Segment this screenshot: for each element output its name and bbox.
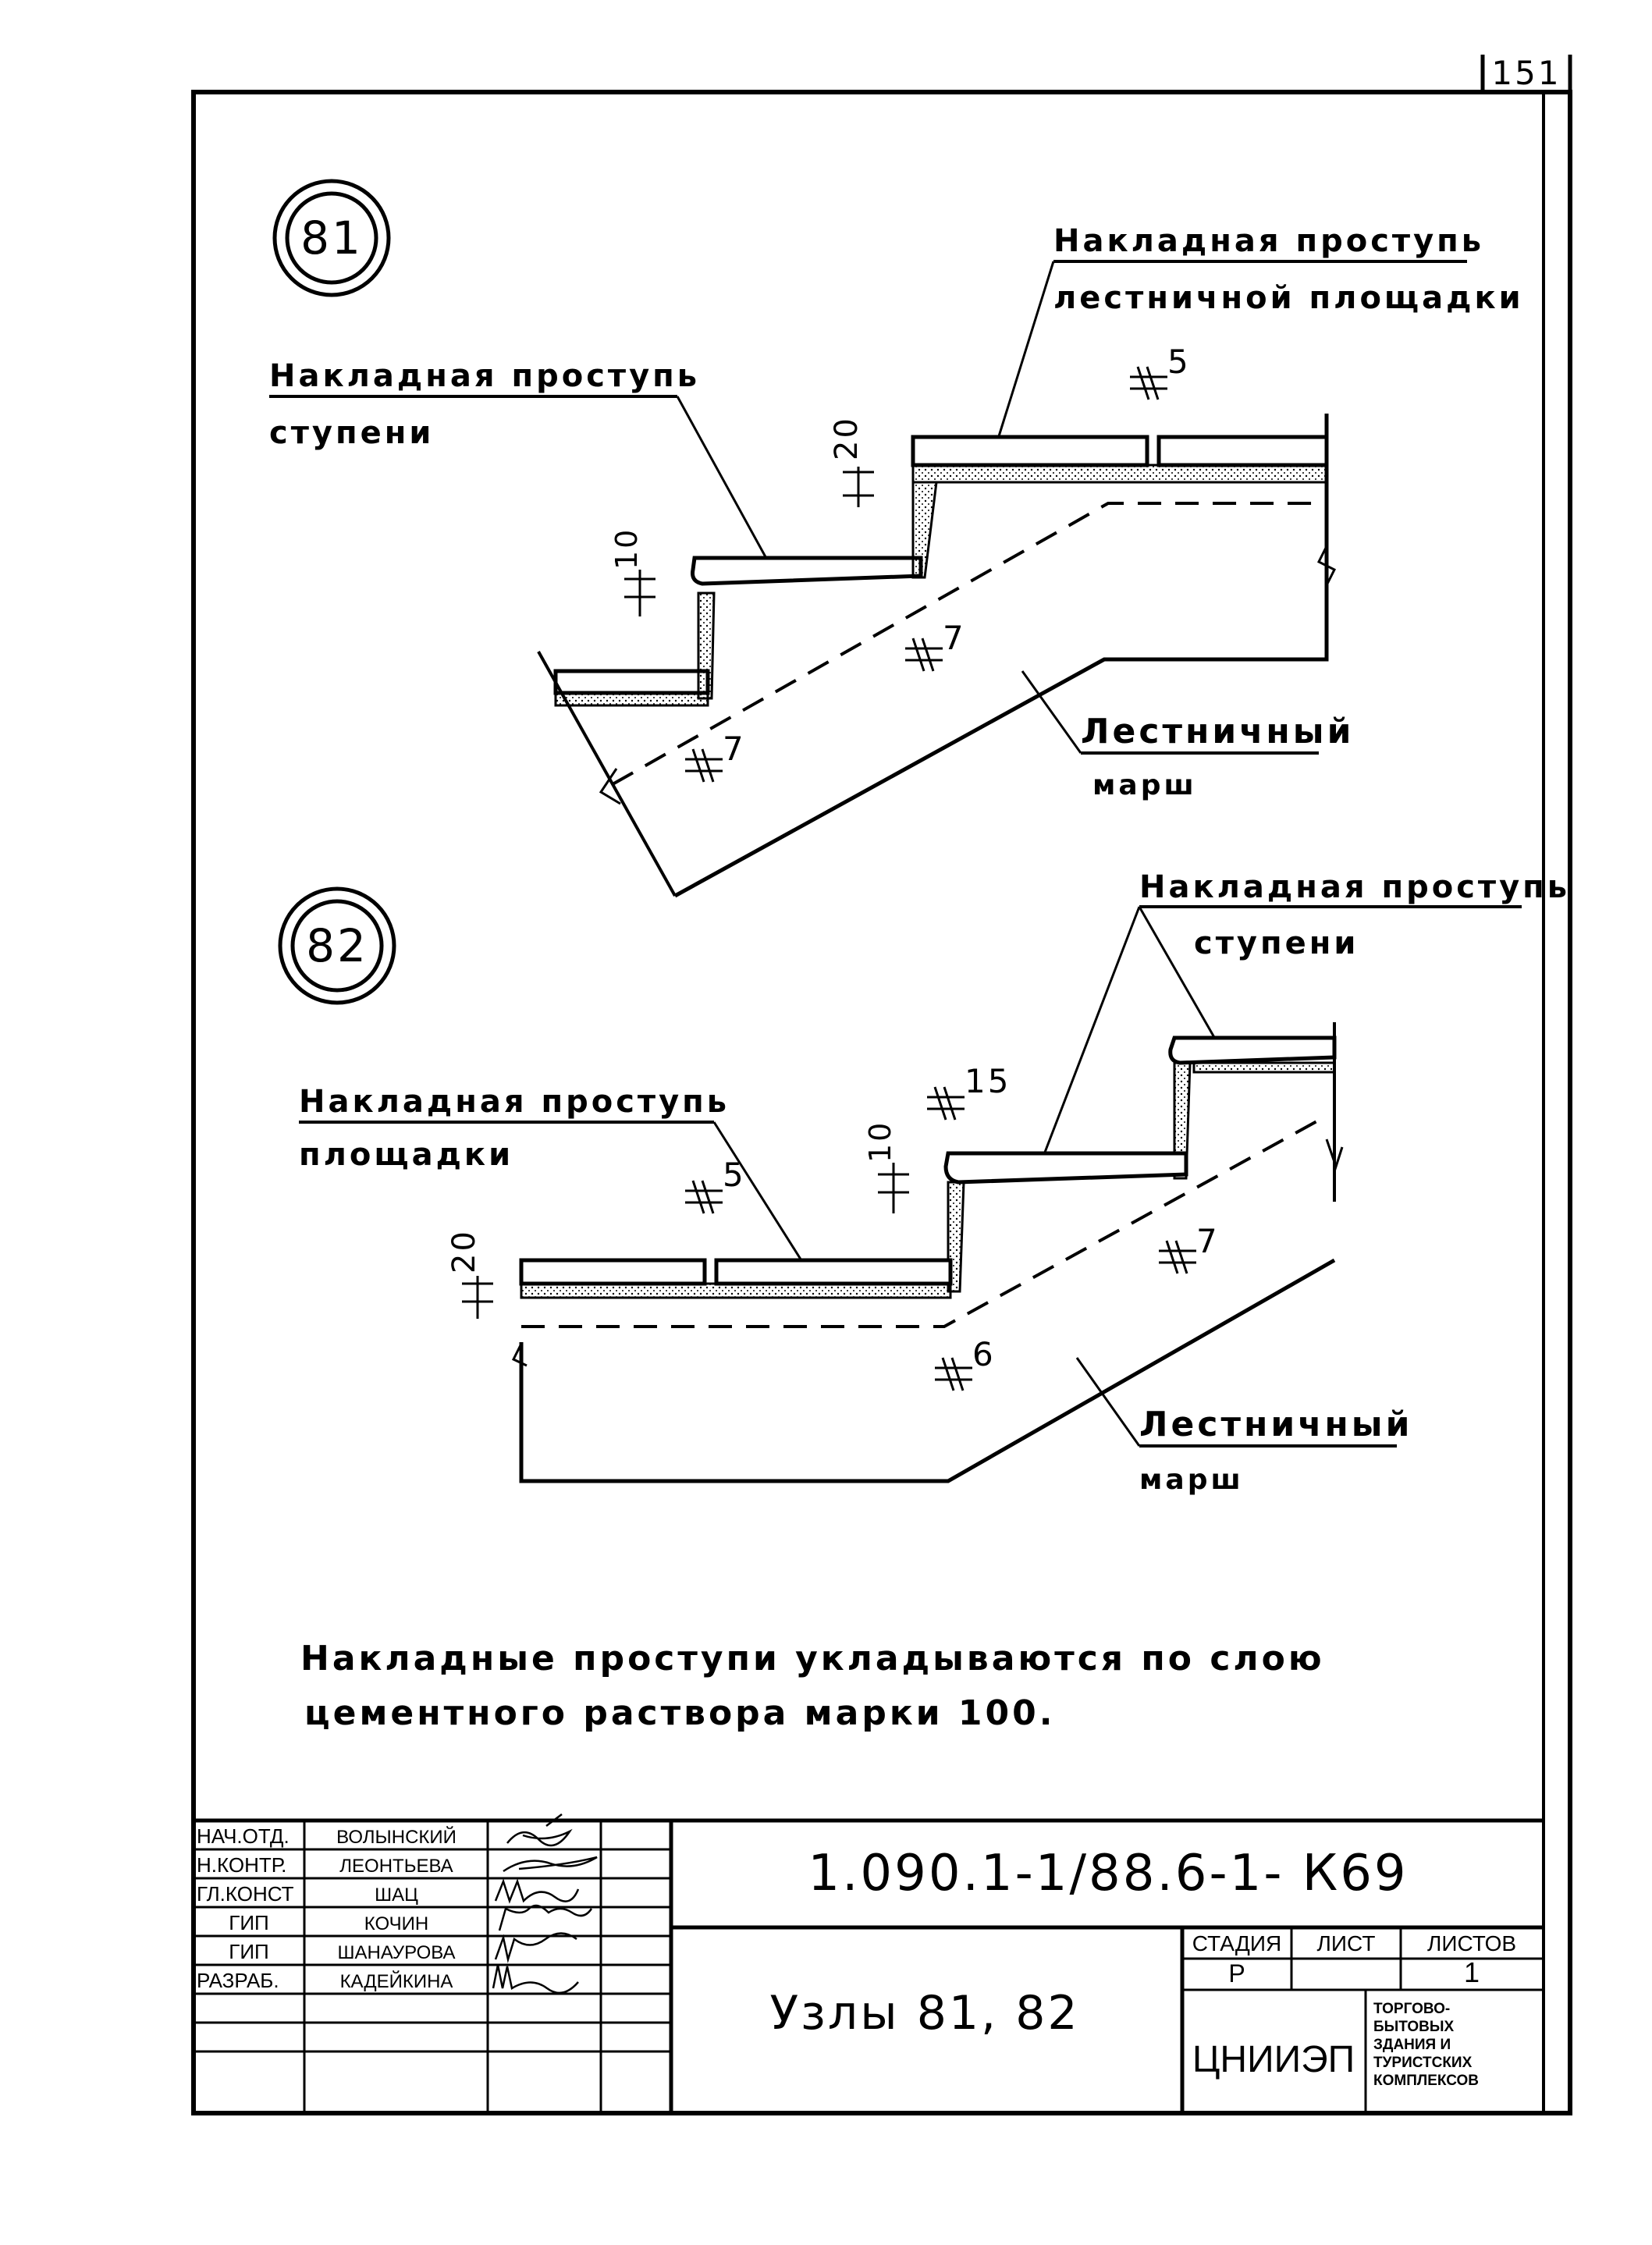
- mark-5-82: 5: [685, 1156, 746, 1214]
- middle-tread-82: [943, 1151, 1188, 1293]
- dim-10-82: 10: [863, 1121, 909, 1213]
- svg-text:20: 20: [829, 416, 865, 460]
- stage-header: СТАДИЯ: [1192, 1931, 1281, 1955]
- svg-text:ТОРГОВО-: ТОРГОВО-: [1373, 2001, 1450, 2017]
- label-tread-step-1: Накладная проступь: [269, 358, 700, 394]
- svg-text:ТУРИСТСКИХ: ТУРИСТСКИХ: [1373, 2055, 1473, 2071]
- mark-6-82: 6: [935, 1335, 996, 1391]
- mark-7b-81: 7: [685, 730, 746, 783]
- flight-cut-81: [537, 651, 677, 897]
- node-81: 81 Накладная проступь лестничной площадк…: [269, 179, 1524, 898]
- sheets-value: 1: [1464, 1956, 1480, 1988]
- dim-20-82: 20: [446, 1229, 493, 1319]
- leader-81-flight: [1021, 670, 1082, 754]
- title-block: [194, 1818, 1544, 2113]
- leader-81-landing: [993, 261, 1055, 449]
- flight-bottom-81: [673, 414, 1329, 898]
- mark-7-82: 7: [1159, 1222, 1220, 1274]
- note-line-2: цементного раствора марки 100.: [304, 1693, 1055, 1733]
- reinforcement-81: [612, 502, 1327, 786]
- title-block-roles: НАЧ.ОТД. ВОЛЫНСКИЙ Н.КОНТР. ЛЕОНТЬЕВА ГЛ…: [197, 1824, 457, 1992]
- mark-7a-81: 7: [905, 619, 966, 672]
- mark-5-81: 5: [1130, 343, 1191, 400]
- org-description: ТОРГОВО- БЫТОВЫХ ЗДАНИЯ И ТУРИСТСКИХ КОМ…: [1373, 2001, 1479, 2089]
- svg-text:10: 10: [609, 528, 644, 570]
- svg-text:ЗДАНИЯ И: ЗДАНИЯ И: [1373, 2037, 1451, 2053]
- leader-82-step-a: [1036, 906, 1141, 1171]
- role-1: НАЧ.ОТД.: [197, 1824, 290, 1848]
- sheet-header: ЛИСТ: [1317, 1931, 1376, 1955]
- name-3: ШАЦ: [375, 1884, 418, 1906]
- flight-bottom-82: [519, 1258, 1336, 1483]
- node-82: 82 Накладная проступь ступени Накладная …: [278, 869, 1570, 1496]
- mark-15-82: 15: [927, 1062, 1011, 1121]
- svg-text:10: 10: [863, 1121, 897, 1163]
- label-flight-1: Лестничный: [1139, 1405, 1412, 1444]
- step-tread-81: [691, 481, 938, 586]
- org-name: ЦНИИЭП: [1192, 2039, 1355, 2080]
- stage-value: Р: [1228, 1959, 1245, 1987]
- name-2: ЛЕОНТЬЕВА: [339, 1856, 453, 1877]
- role-2: Н.КОНТР.: [197, 1853, 286, 1877]
- signatures: [492, 1813, 598, 1995]
- svg-text:6: 6: [972, 1335, 996, 1373]
- page-number-box: 151: [1480, 54, 1572, 92]
- name-4: КОЧИН: [364, 1913, 428, 1934]
- svg-text:7: 7: [943, 619, 966, 657]
- svg-text:7: 7: [1196, 1222, 1220, 1260]
- label-tread-step-2: ступени: [1194, 925, 1359, 961]
- label-tread-landing-2: площадки: [299, 1137, 513, 1173]
- leader-82-flight: [1075, 1357, 1141, 1447]
- label-flight-1: Лестничный: [1081, 712, 1354, 751]
- dim-20-81: 20: [829, 416, 874, 507]
- name-6: КАДЕЙКИНА: [340, 1970, 453, 1992]
- dim-10-81: 10: [609, 528, 655, 616]
- svg-text:20: 20: [446, 1229, 482, 1273]
- reinforcement-82: [521, 1114, 1327, 1328]
- svg-text:15: 15: [965, 1062, 1011, 1100]
- leader-82-landing: [712, 1121, 805, 1265]
- doc-code: 1.090.1-1/88.6-1- К69: [808, 1845, 1408, 1902]
- landing-tread-82: [519, 1258, 953, 1299]
- label-tread-landing-1: Накладная проступь: [299, 1084, 730, 1120]
- sheet-title: Узлы 81, 82: [769, 1986, 1079, 2041]
- label-flight-2: марш: [1139, 1464, 1244, 1496]
- role-6: РАЗРАБ.: [197, 1969, 279, 1992]
- label-tread-landing-1: Накладная проступь: [1053, 223, 1484, 259]
- role-4: ГИП: [229, 1911, 268, 1934]
- svg-text:КОМПЛЕКСОВ: КОМПЛЕКСОВ: [1373, 2073, 1479, 2089]
- upper-tread-82: [1168, 1035, 1337, 1180]
- svg-text:БЫТОВЫХ: БЫТОВЫХ: [1373, 2019, 1454, 2035]
- name-1: ВОЛЫНСКИЙ: [336, 1826, 457, 1848]
- svg-text:5: 5: [1167, 343, 1191, 381]
- svg-text:7: 7: [723, 730, 746, 768]
- page-number: 151: [1491, 54, 1561, 92]
- svg-text:81: 81: [300, 211, 363, 265]
- frame: [191, 90, 1572, 2115]
- label-tread-step-1: Накладная проступь: [1139, 869, 1570, 905]
- sheets-header: ЛИСТОВ: [1427, 1931, 1516, 1955]
- name-5: ШАНАУРОВА: [338, 1942, 456, 1963]
- leader-82-step-b: [1138, 906, 1223, 1050]
- role-3: ГЛ.КОНСТ: [197, 1882, 294, 1906]
- label-flight-2: марш: [1092, 769, 1197, 801]
- leader-81-step: [676, 396, 774, 570]
- label-tread-landing-2: лестничной площадки: [1053, 280, 1524, 316]
- node-82-mark: 82: [278, 886, 396, 1005]
- node-81-mark: 81: [272, 179, 391, 297]
- svg-text:82: 82: [306, 919, 368, 972]
- svg-text:5: 5: [723, 1156, 746, 1194]
- landing-tread-81: [911, 435, 1329, 484]
- label-tread-step-2: ступени: [269, 415, 434, 451]
- note-line-1: Накладные проступи укладываются по слою: [300, 1639, 1325, 1678]
- role-5: ГИП: [229, 1940, 268, 1963]
- lower-tread-81: [553, 591, 716, 707]
